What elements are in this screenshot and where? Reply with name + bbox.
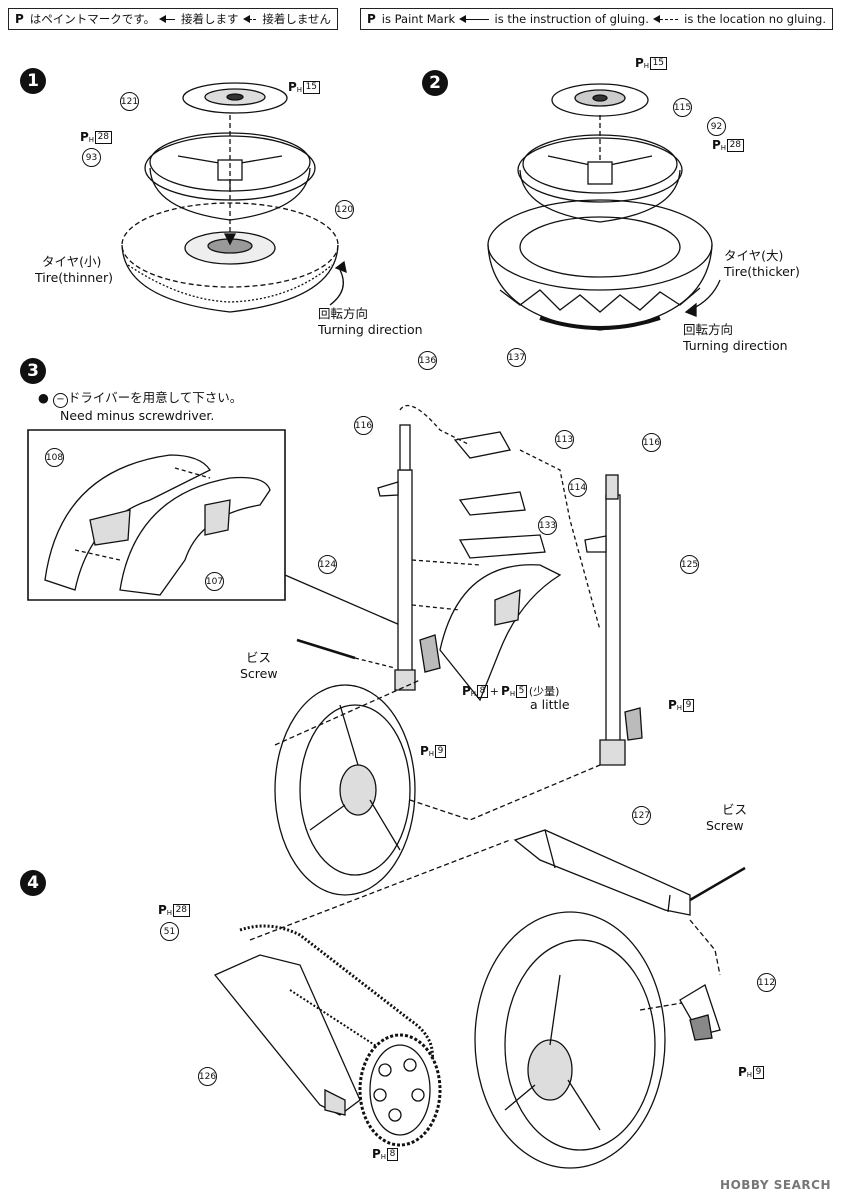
part-callout: 115 bbox=[673, 98, 692, 117]
tire-label-jp: タイヤ(小) bbox=[42, 254, 102, 269]
turning-direction-jp: 回転方向 bbox=[683, 322, 734, 337]
step4-swingarm-assembly bbox=[213, 829, 746, 1169]
legend-paint-text: はペイントマークです。 bbox=[29, 12, 156, 26]
part-callout: 116 bbox=[642, 433, 661, 452]
turning-direction-en: Turning direction bbox=[683, 338, 788, 353]
step3-fork-assembly bbox=[27, 404, 643, 896]
no-glue-arrow-icon bbox=[242, 14, 257, 23]
screw-label-en: Screw bbox=[240, 666, 278, 681]
legend-english: P is Paint Mark is the instruction of gl… bbox=[360, 8, 833, 30]
turning-direction-jp: 回転方向 bbox=[318, 306, 369, 321]
legend-glue-text: 接着します bbox=[181, 12, 239, 26]
part-callout: 127 bbox=[632, 806, 651, 825]
part-callout: 124 bbox=[318, 555, 337, 574]
turning-direction-en: Turning direction bbox=[318, 322, 423, 337]
part-callout: 112 bbox=[757, 973, 776, 992]
part-callout: 51 bbox=[160, 922, 179, 941]
part-callout: 108 bbox=[45, 448, 64, 467]
tire-label-jp: タイヤ(大) bbox=[724, 248, 784, 263]
step1-wheel-assembly bbox=[121, 82, 347, 313]
minus-screwdriver-icon: − bbox=[52, 393, 68, 408]
a-little-label: a little bbox=[530, 697, 570, 712]
part-callout: 107 bbox=[205, 572, 224, 591]
step-number-3: 3 bbox=[20, 358, 46, 384]
part-callout: 126 bbox=[198, 1067, 217, 1086]
part-callout: 136 bbox=[418, 351, 437, 370]
step-number-4: 4 bbox=[20, 870, 46, 896]
step-number-2: 2 bbox=[422, 70, 448, 96]
step2-wheel-assembly bbox=[487, 83, 721, 331]
part-callout: 92 bbox=[707, 117, 726, 136]
legend-paint-text: is Paint Mark bbox=[381, 12, 456, 26]
tire-label-en: Tire(thinner) bbox=[35, 270, 114, 285]
part-callout: 125 bbox=[680, 555, 699, 574]
screwdriver-note-jp: ● −ドライバーを用意して下さい。 bbox=[38, 390, 242, 408]
part-callout: 93 bbox=[82, 148, 101, 167]
legend-glue-text: is the instruction of gluing. bbox=[494, 12, 649, 26]
part-callout: 113 bbox=[555, 430, 574, 449]
part-callout: 137 bbox=[507, 348, 526, 367]
no-glue-arrow-icon bbox=[652, 14, 679, 23]
screw-label-jp: ビス bbox=[722, 802, 748, 817]
step-number-1: 1 bbox=[20, 68, 46, 94]
screwdriver-note-en: Need minus screwdriver. bbox=[60, 408, 215, 423]
part-callout: 121 bbox=[120, 92, 139, 111]
part-callout: 120 bbox=[335, 200, 354, 219]
screw-label-jp: ビス bbox=[246, 650, 272, 665]
paint-mark-symbol: P bbox=[367, 12, 376, 26]
tire-label-en: Tire(thicker) bbox=[724, 264, 800, 279]
legend-japanese: P はペイントマークです。 接着します 接着しません bbox=[8, 8, 338, 30]
legend-no-glue-text: 接着しません bbox=[262, 12, 331, 26]
paint-mark-symbol: P bbox=[15, 12, 24, 26]
part-callout: 114 bbox=[568, 478, 587, 497]
legend-no-glue-text: is the location no gluing. bbox=[684, 12, 826, 26]
part-callout: 116 bbox=[354, 416, 373, 435]
glue-arrow-icon bbox=[159, 14, 176, 23]
part-callout: 133 bbox=[538, 516, 557, 535]
watermark: HOBBY SEARCH bbox=[720, 1178, 831, 1192]
glue-arrow-icon bbox=[459, 14, 489, 23]
screw-label-en: Screw bbox=[706, 818, 744, 833]
